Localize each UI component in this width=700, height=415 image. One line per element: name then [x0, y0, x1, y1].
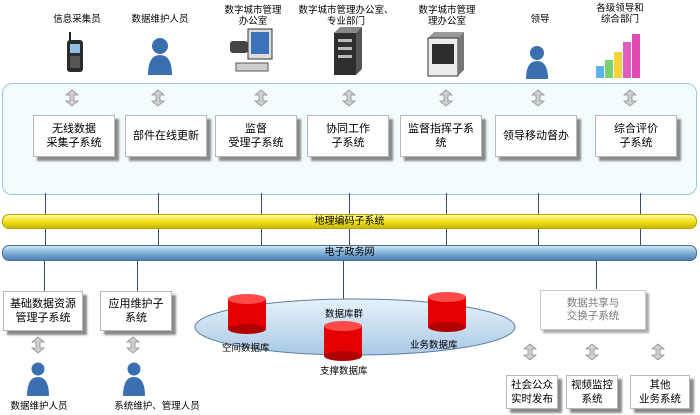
database-group	[194, 292, 516, 361]
database-cylinder-icon	[428, 292, 466, 332]
subsystem-parts-update: 部件在线更新	[125, 115, 207, 157]
role-label-office1: 数字城市管理 办公室	[224, 5, 282, 27]
app-maint-subsystem: 应用维护子 系统	[100, 291, 172, 331]
database-cylinder-icon	[228, 294, 266, 334]
person-icon	[148, 38, 172, 75]
arrow-icon	[151, 89, 165, 107]
subsystem-supervision: 监督 受理子系统	[215, 115, 297, 157]
public-release-system: 社会公众 实时发布	[506, 375, 558, 409]
person-icon	[27, 362, 49, 396]
subsystem-wireless: 无线数据 采集子系统	[33, 115, 115, 157]
bar-chart-icon	[596, 34, 640, 78]
server-rack-icon	[427, 32, 464, 77]
person-label-sys-maint: 系统维护、管理人员	[114, 401, 200, 412]
db-spatial-label: 空间数据库	[222, 343, 270, 354]
phone-icon	[67, 32, 83, 72]
db-group-label: 数据库群	[325, 309, 364, 320]
geocode-subsystem-bar: 地理编码子系统	[2, 214, 697, 229]
person-label-data-maint: 数据维护人员	[10, 401, 68, 412]
subsystem-leader-mobile: 领导移动督办	[495, 115, 577, 157]
db-business-label: 业务数据库	[410, 340, 458, 351]
arrow-icon	[342, 89, 356, 107]
role-label-office2: 数字城市管理办公室、 专业部门	[298, 5, 394, 27]
server-icon	[334, 27, 362, 75]
database-cylinder-icon	[324, 321, 362, 361]
arrow-icon	[31, 336, 45, 354]
role-label-depts: 各级领导和 综合部门	[596, 3, 644, 25]
arrow-icon	[439, 89, 453, 107]
role-label-office3: 数字城市管理 理办公室	[418, 5, 476, 27]
role-label-maintainer: 数据维护人员	[131, 14, 189, 25]
video-monitor-system: 视频监控 系统	[566, 375, 618, 409]
arrow-icon	[623, 89, 637, 107]
connector-line	[596, 259, 597, 289]
role-label-collector: 信息采集员	[53, 14, 101, 25]
connector-line	[137, 259, 138, 291]
connector-line	[343, 259, 344, 299]
other-business-system: 其他 业务系统	[630, 375, 690, 409]
egov-network-bar: 电子政务网	[2, 245, 697, 261]
arrow-icon	[126, 336, 140, 354]
top-arrows	[65, 89, 637, 107]
leader-person-icon	[526, 46, 548, 79]
data-share-subsystem: 数据共享与 交换子系统	[540, 290, 646, 330]
arrow-icon	[585, 343, 599, 361]
subsystem-evaluation: 综合评价 子系统	[595, 115, 677, 157]
arrow-icon	[254, 89, 268, 107]
arrow-icon	[531, 89, 545, 107]
db-support-label: 支撑数据库	[320, 366, 368, 377]
computer-phone-icon	[230, 28, 273, 72]
subsystem-collab: 协同工作 子系统	[307, 115, 389, 157]
basic-data-subsystem: 基础数据资源 管理子系统	[3, 291, 83, 331]
arrow-icon	[65, 89, 79, 107]
arrow-icon	[651, 343, 665, 361]
person-icon	[123, 362, 145, 396]
role-label-leader: 领导	[530, 14, 550, 25]
subsystem-command: 监督指挥子系 统	[400, 115, 482, 157]
connector-line	[44, 259, 45, 291]
